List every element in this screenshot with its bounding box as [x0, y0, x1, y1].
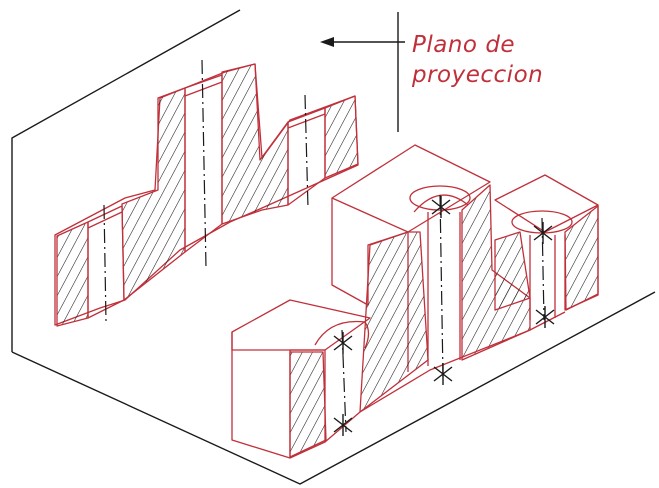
- pointer-arrow: [320, 37, 405, 47]
- sectioned-part: [231, 144, 599, 459]
- label-line2: proyeccion: [411, 62, 543, 88]
- plane-label: Plano de proyeccion: [411, 32, 543, 88]
- projected-section: [54, 59, 359, 327]
- projection-plane: [11, 9, 656, 485]
- label-line1: Plano de: [412, 32, 515, 58]
